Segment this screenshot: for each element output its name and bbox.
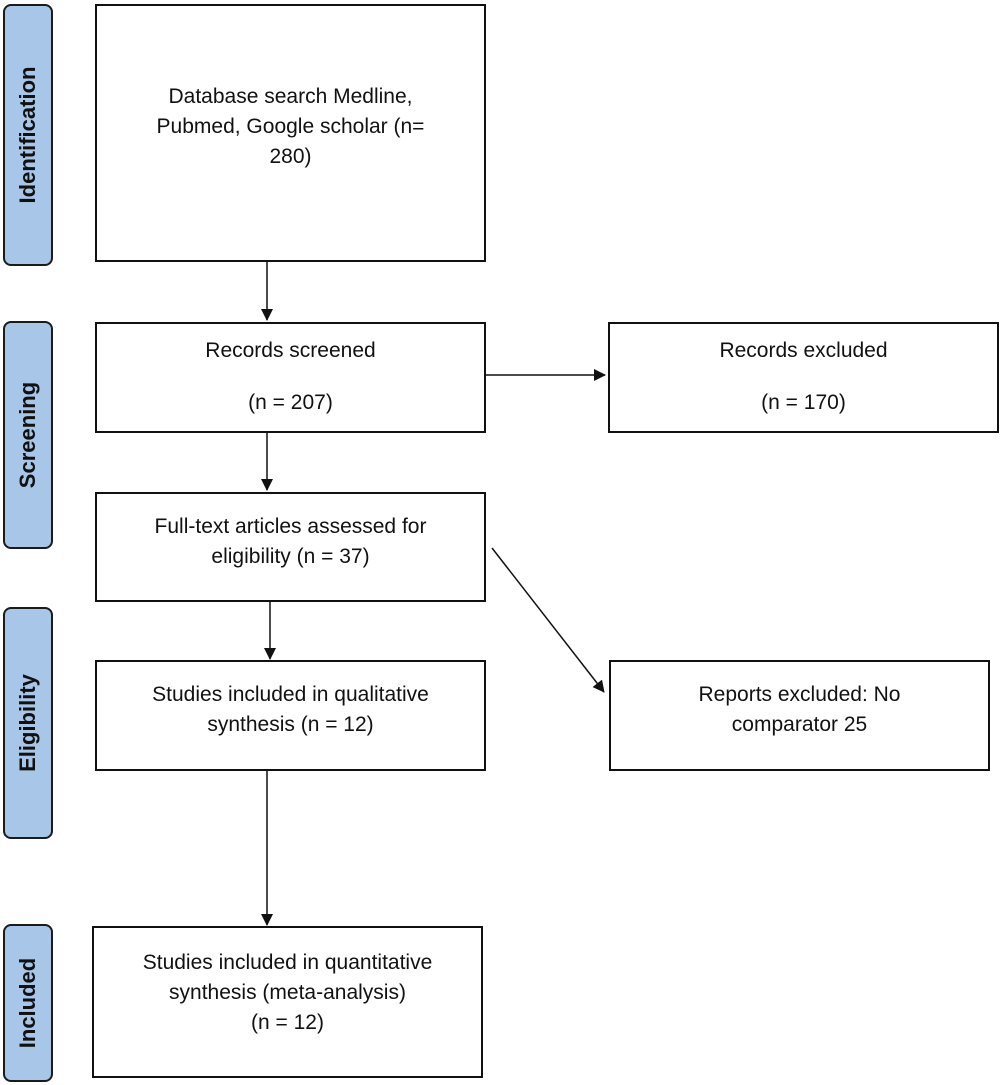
database-search-line1: Database search Medline,: [168, 85, 413, 108]
box-reports-excluded: Reports excluded: No comparator 25: [609, 660, 990, 771]
reports-excluded-line2: comparator 25: [731, 713, 868, 736]
phase-identification: Identification: [3, 4, 53, 266]
quantitative-synthesis-line3: (n = 12): [251, 1011, 324, 1034]
records-screened-label: Records screened: [205, 339, 376, 362]
phase-screening: Screening: [3, 321, 53, 549]
records-excluded-count: (n = 170): [761, 391, 846, 414]
records-screened-count: (n = 207): [248, 391, 333, 414]
box-quantitative-synthesis: Studies included in quantitative synthes…: [92, 926, 483, 1078]
quantitative-synthesis-line1: Studies included in quantitative: [142, 951, 433, 974]
quantitative-synthesis-line2: synthesis (meta-analysis): [169, 981, 406, 1004]
qualitative-synthesis-line2: synthesis (n = 12): [207, 713, 374, 736]
box-records-screened: Records screened (n = 207): [95, 322, 486, 433]
database-search-line3: 280): [269, 145, 312, 168]
box-database-search: Database search Medline, Pubmed, Google …: [95, 4, 486, 262]
records-excluded-label: Records excluded: [719, 339, 888, 362]
fulltext-assessed-line2: eligibility (n = 37): [211, 545, 370, 568]
reports-excluded-line1: Reports excluded: No: [698, 683, 901, 706]
box-records-excluded: Records excluded (n = 170): [608, 322, 999, 433]
box-qualitative-synthesis: Studies included in qualitative synthesi…: [95, 660, 486, 771]
phase-included: Included: [3, 924, 53, 1082]
arrow-fulltext-to-reports-excluded: [491, 547, 605, 693]
phase-eligibility: Eligibility: [3, 607, 53, 839]
box-fulltext-assessed: Full-text articles assessed for eligibil…: [95, 492, 486, 602]
database-search-line2: Pubmed, Google scholar (n=: [156, 115, 425, 138]
fulltext-assessed-line1: Full-text articles assessed for: [154, 515, 427, 538]
qualitative-synthesis-line1: Studies included in qualitative: [152, 683, 429, 706]
